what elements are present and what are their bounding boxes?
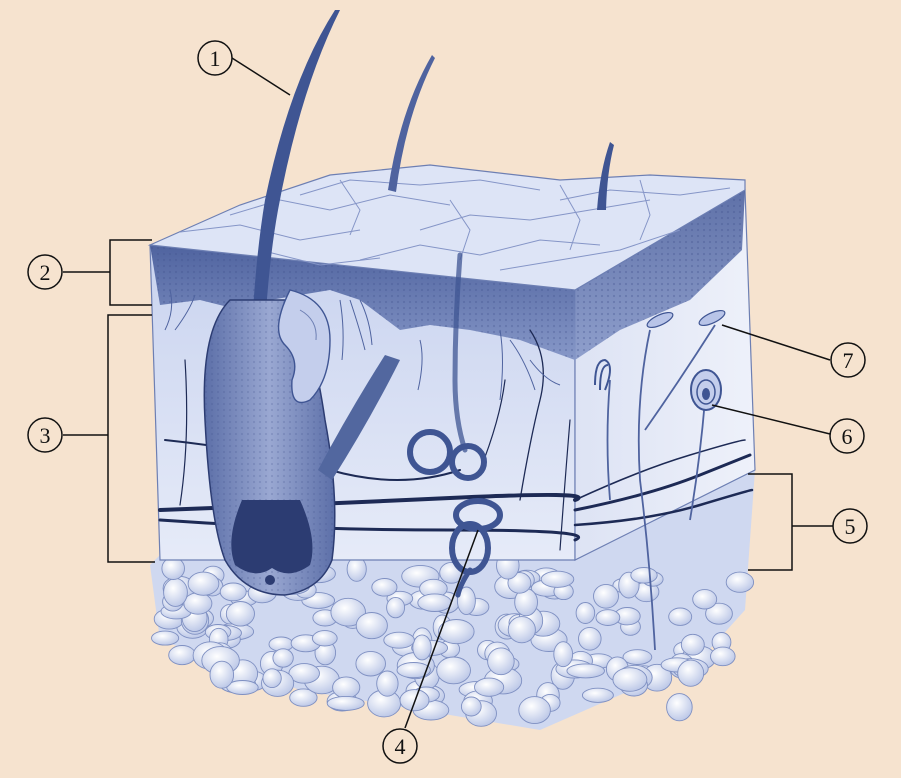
- callout-2: 2: [28, 255, 62, 289]
- fat-cell: [169, 646, 196, 665]
- fat-cell: [667, 694, 693, 721]
- fat-cell: [188, 572, 219, 595]
- fat-cell: [596, 610, 620, 626]
- fat-cell: [582, 688, 613, 702]
- fat-cell: [623, 650, 652, 665]
- fat-cell: [372, 579, 397, 597]
- fat-cell: [631, 568, 657, 584]
- fat-cell: [579, 627, 602, 650]
- fat-cell: [519, 697, 551, 724]
- callout-label-1: 1: [210, 46, 221, 71]
- fat-cell: [594, 584, 619, 608]
- fat-cell: [418, 594, 452, 612]
- fat-cell: [554, 642, 573, 667]
- callout-7: 7: [831, 343, 865, 377]
- callout-3: 3: [28, 418, 62, 452]
- fat-cell: [333, 677, 360, 698]
- bracket-hypodermis: [748, 474, 792, 570]
- fat-cell: [210, 661, 234, 688]
- callout-label-4: 4: [395, 734, 406, 759]
- fat-cell: [312, 631, 337, 646]
- fat-cell: [162, 558, 185, 580]
- fat-cell: [678, 660, 704, 686]
- callout-label-6: 6: [842, 424, 853, 449]
- fat-cell: [726, 572, 753, 592]
- fat-cell: [461, 697, 481, 716]
- fat-cell: [413, 635, 431, 660]
- fat-cell: [711, 647, 736, 666]
- fat-cell: [226, 602, 254, 627]
- fat-cell: [613, 668, 647, 692]
- fat-cell: [184, 593, 212, 614]
- callout-label-7: 7: [843, 348, 854, 373]
- callout-label-2: 2: [40, 260, 51, 285]
- fat-cell: [263, 669, 281, 688]
- fat-cell: [377, 671, 398, 696]
- callout-5: 5: [833, 509, 867, 543]
- bracket-epidermis: [110, 240, 152, 305]
- callout-4: 4: [383, 729, 417, 763]
- fat-cell: [152, 631, 179, 645]
- fat-cell: [437, 657, 471, 684]
- fat-cell: [164, 578, 188, 606]
- fat-cell: [508, 617, 535, 643]
- callout-1: 1: [198, 41, 232, 75]
- callout-label-3: 3: [40, 423, 51, 448]
- fat-cell: [220, 583, 246, 601]
- fat-cell: [356, 613, 387, 639]
- bracket-dermis: [108, 315, 155, 562]
- fat-cell: [387, 597, 405, 617]
- fat-cell: [475, 678, 504, 696]
- fat-cell: [327, 696, 364, 710]
- callout-6: 6: [830, 419, 864, 453]
- fat-cell: [567, 664, 605, 678]
- fat-cell: [693, 590, 717, 609]
- pacinian-corpuscle: [691, 370, 721, 410]
- fat-cell: [356, 651, 386, 676]
- fat-cell: [576, 603, 595, 624]
- leader-line-1: [232, 58, 290, 95]
- fat-cell: [488, 648, 515, 675]
- fat-cell: [681, 634, 704, 655]
- fat-cell: [397, 663, 430, 678]
- callout-label-5: 5: [845, 514, 856, 539]
- fat-cell: [669, 608, 692, 625]
- fat-cell: [273, 649, 293, 667]
- fat-cell: [384, 632, 415, 648]
- fat-cell: [541, 571, 574, 587]
